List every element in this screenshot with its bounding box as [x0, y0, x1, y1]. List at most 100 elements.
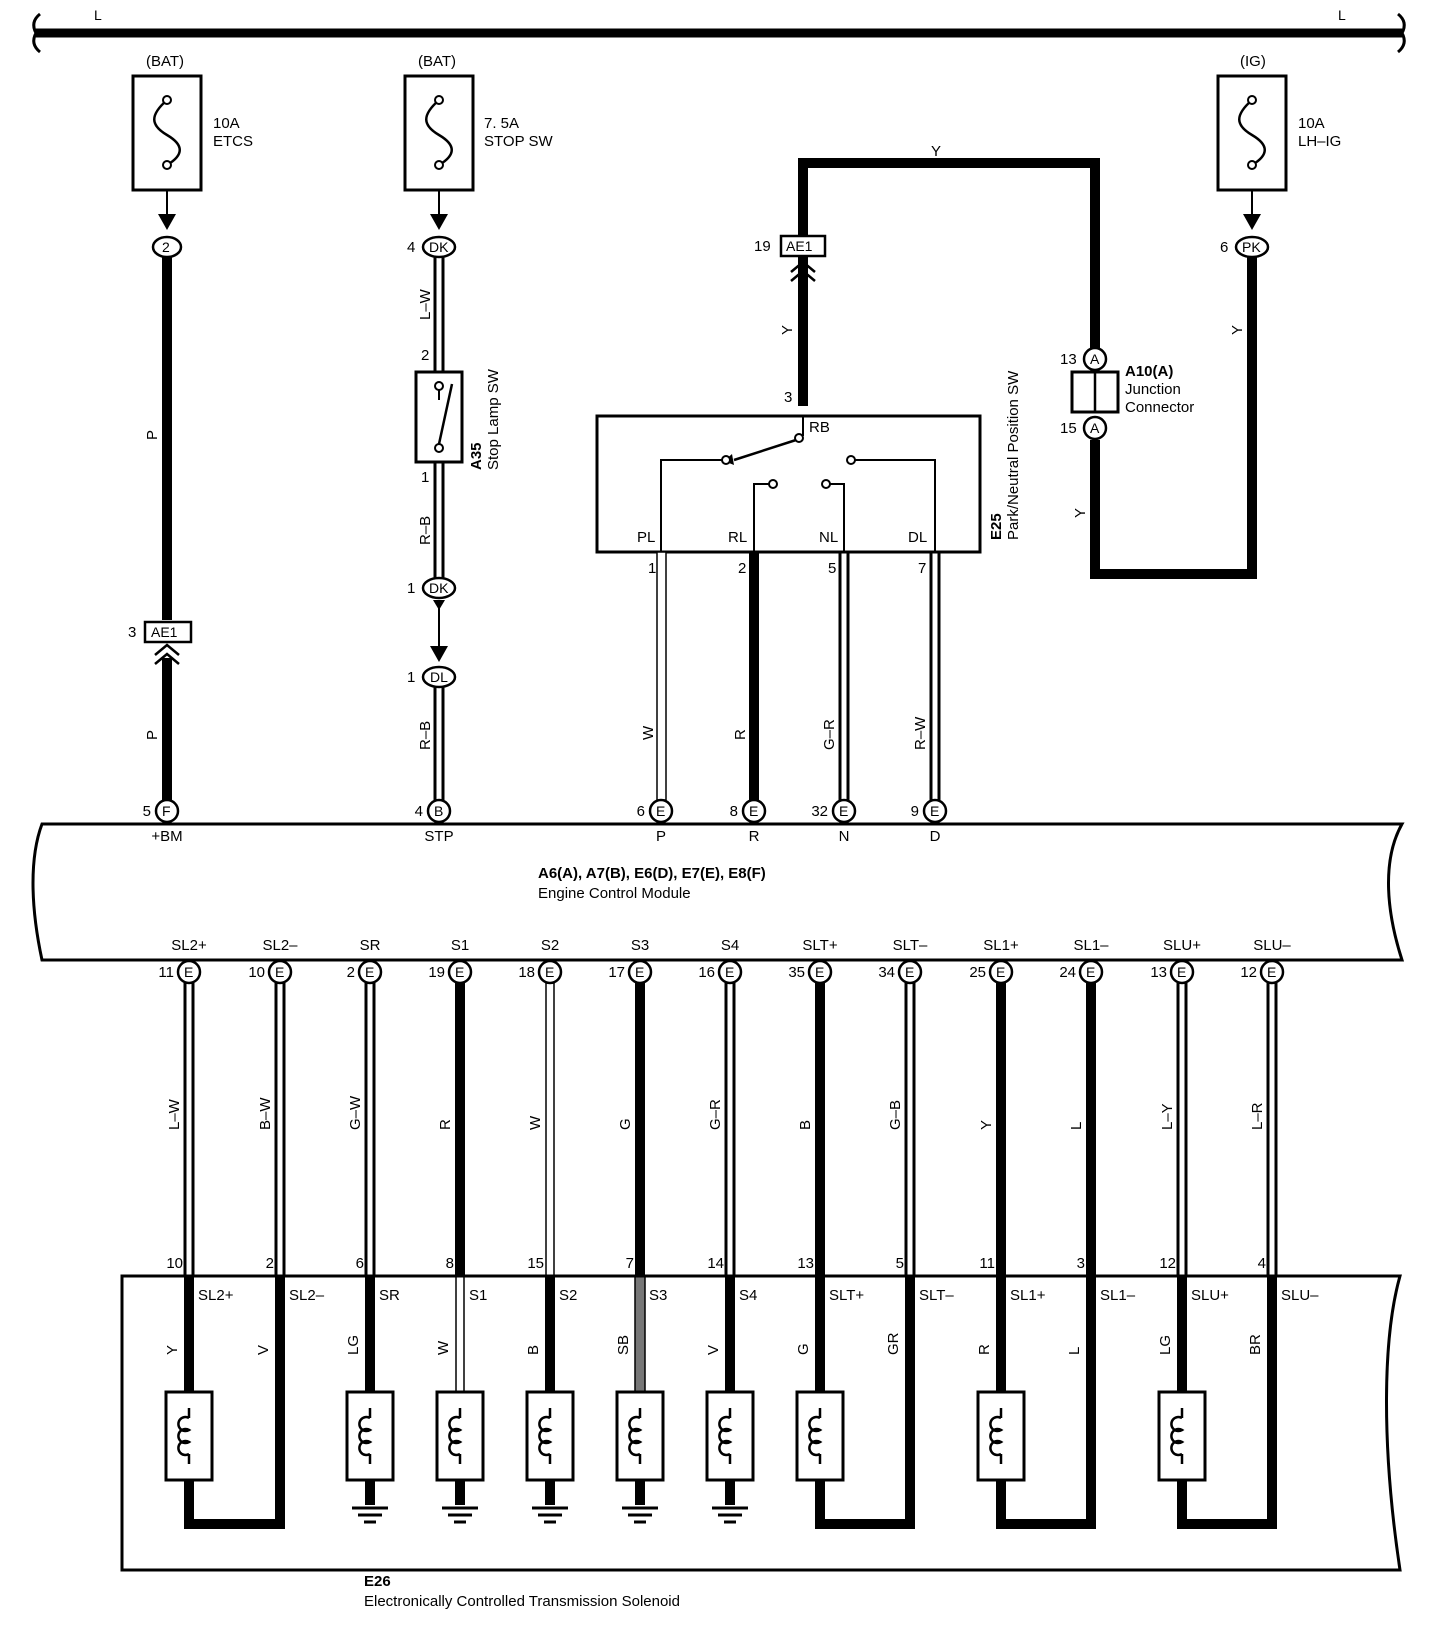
wire-etcs-upper: P	[144, 430, 161, 440]
solenoid-pin-number: 15	[527, 1255, 544, 1272]
ecm-bottom-pin-label: SL1+	[983, 937, 1019, 954]
ecm-bottom-pin-number: 17	[608, 964, 625, 981]
fuse-lhig-rating: 10A	[1298, 115, 1325, 132]
wire-y-top: Y	[931, 143, 941, 160]
solenoid-pin-label: S2	[559, 1287, 577, 1304]
ecm-bottom-pin-number: 24	[1059, 964, 1076, 981]
stop-sw-pin-top: 2	[421, 347, 429, 364]
wire-stop-rb-lower: R–B	[417, 721, 434, 750]
solenoid-inner-wire-color: R	[976, 1344, 993, 1355]
fuse-lhig-source: (IG)	[1240, 53, 1266, 70]
solenoid-pin-label: S3	[649, 1287, 667, 1304]
solenoid-coil-s1	[435, 1390, 485, 1524]
solenoid-inner-wire-color: B	[525, 1345, 542, 1355]
wire-etcs-lower: P	[144, 730, 161, 740]
ecm-top-pin-label: R	[749, 828, 760, 845]
ecm-bottom-pin-label: S2	[541, 937, 559, 954]
solenoid-inner-wire-color: W	[435, 1340, 452, 1355]
wire-rl: R	[732, 729, 749, 740]
solenoid-coil-s3	[615, 1390, 665, 1524]
ecm-bottom-conn: E	[725, 964, 734, 980]
solenoid-block-name: Electronically Controlled Transmission S…	[364, 1593, 680, 1610]
fuse-stop-rating: 7. 5A	[484, 115, 519, 132]
solenoid-inner-wire-color: G	[795, 1343, 812, 1355]
dl-label: DL	[430, 669, 448, 685]
pn-term-nl: NL	[819, 529, 838, 546]
ecm-top-pin-bm: F5+BM	[143, 798, 183, 845]
solenoid-pin-label: SLU–	[1281, 1287, 1319, 1304]
wire-dl: R–W	[912, 716, 929, 750]
solenoid-block: E26 Electronically Controlled Transmissi…	[120, 1274, 1402, 1610]
wire-nl: G–R	[821, 719, 838, 750]
wire-stop-rb-upper: R–B	[417, 516, 434, 545]
solenoid-pin-number: 5	[896, 1255, 904, 1272]
ecm-bottom-conn: E	[1086, 964, 1095, 980]
etcs-circuit: 2 P AE1 3 P	[128, 190, 193, 800]
ecm-top-pin-label: +BM	[151, 828, 182, 845]
solenoid-wire-color: G–B	[887, 1100, 904, 1130]
solenoid-pin-label: SLU+	[1191, 1287, 1229, 1304]
ecm-bottom-conn: E	[905, 964, 914, 980]
ecm-bottom-conn: E	[635, 964, 644, 980]
solenoid-pin-label: SLT+	[829, 1287, 864, 1304]
dk-bottom-pin: 1	[407, 580, 415, 597]
solenoid-wire-color: G–R	[707, 1099, 724, 1130]
fuse-stop-source: (BAT)	[418, 53, 456, 70]
ecm-bottom-conn: E	[996, 964, 1005, 980]
ecm-bottom-pin-label: SR	[360, 937, 381, 954]
ecm-bottom-conn: E	[365, 964, 374, 980]
ecm-top-conn: E	[839, 803, 848, 819]
solenoid-wire-color: G–W	[347, 1095, 364, 1130]
wire-stop-lw: L–W	[417, 288, 434, 320]
ecm-bottom-pin-number: 11	[158, 964, 174, 981]
ecm-top-pin-p: E6P	[637, 798, 674, 845]
ecm-top-conn: E	[930, 803, 939, 819]
solenoid-inner-wire-color: L	[1066, 1347, 1083, 1355]
bus-label-right: L	[1338, 7, 1346, 23]
solenoid-coil-s4	[705, 1390, 755, 1524]
power-bus: L L	[32, 7, 1406, 54]
ecm-bottom-pin-number: 13	[1150, 964, 1167, 981]
ecm-bottom-pin-label: SL1–	[1073, 937, 1109, 954]
pn-term-rl: RL	[728, 529, 747, 546]
solenoid-pin-number: 13	[797, 1255, 814, 1272]
fuse-etcs: (BAT) 10A ETCS	[131, 53, 253, 192]
pn-pin-pl: 1	[648, 560, 656, 577]
lhig-conn: PK	[1242, 239, 1261, 255]
junction-id: A10(A)	[1125, 363, 1173, 380]
ecm-top-conn: B	[434, 803, 443, 819]
solenoid-pin-number: 4	[1258, 1255, 1266, 1272]
pn-pin-nl: 5	[828, 560, 836, 577]
solenoid-inner-wire-color: BR	[1247, 1334, 1264, 1355]
solenoid-pin-label: SL2+	[198, 1287, 234, 1304]
ecm-bottom-pin-label: SLT+	[802, 937, 837, 954]
solenoid-wire-color: G	[617, 1118, 634, 1130]
wire-pl: W	[640, 725, 657, 740]
solenoid-pin-label: S4	[739, 1287, 757, 1304]
ecm-bottom-pin-number: 35	[788, 964, 805, 981]
solenoid-inner-wire-color: V	[255, 1345, 272, 1355]
solenoid-wire-color: Y	[978, 1120, 995, 1130]
solenoid-pin-number: 14	[707, 1255, 724, 1272]
ecm-top-pin-label: P	[656, 828, 666, 845]
ae1-top-pin: 19	[754, 238, 771, 255]
pn-term-dl: DL	[908, 529, 927, 546]
solenoid-pin-number: 10	[166, 1255, 183, 1272]
ecm-bottom-conn: E	[455, 964, 464, 980]
solenoid-pin-label: SLT–	[919, 1287, 954, 1304]
fuse-lhig-name: LH–IG	[1298, 133, 1341, 150]
solenoid-pin-label: SR	[379, 1287, 400, 1304]
pn-pin-rl: 2	[738, 560, 746, 577]
solenoid-wire-color: L	[1068, 1122, 1085, 1130]
solenoid-inner-wire-color: LG	[345, 1335, 362, 1355]
